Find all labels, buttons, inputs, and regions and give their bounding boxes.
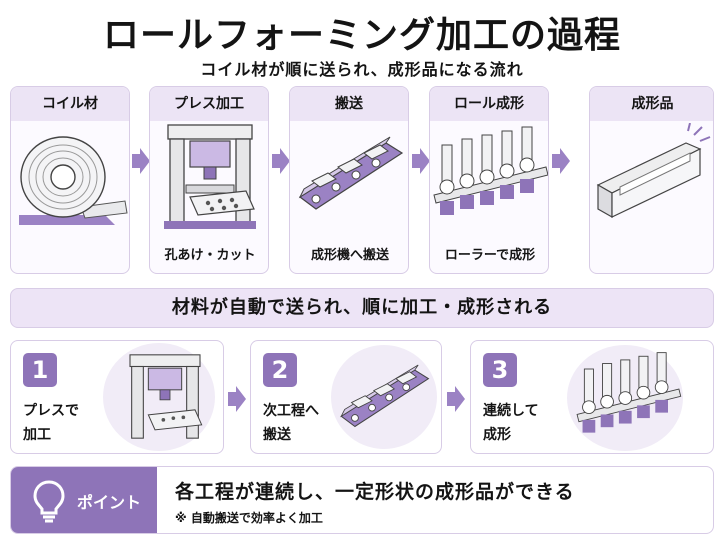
step-2-card: 2 次工程へ 搬送 [250, 340, 442, 454]
roll-forming-machine-icon [576, 352, 682, 433]
roll-forming-machine-icon [433, 126, 548, 215]
point-note: ※ 自動搬送で効率よく加工 [175, 511, 323, 525]
stage-label: プレス加工 [150, 87, 268, 121]
stage-caption: 成形機へ搬送 [310, 248, 389, 263]
stage-coil: コイル材 [10, 86, 130, 274]
arrow-right-icon [552, 148, 570, 174]
page-title: ロールフォーミング加工の過程 [102, 15, 621, 56]
step-text: プレスで 加工 [23, 403, 79, 443]
stage-caption: 孔あけ・カット [164, 248, 256, 263]
process-banner: 材料が自動で送られ、順に加工・成形される [10, 288, 714, 328]
channel-product-icon [596, 123, 711, 219]
stage-label: 成形品 [590, 87, 713, 121]
point-box: ポイント 各工程が連続し、一定形状の成形品ができる ※ 自動搬送で効率よく加工 [10, 466, 714, 534]
stage-product: 成形品 [589, 86, 714, 274]
press-machine-icon [129, 354, 203, 439]
step-text: 連続して 成形 [483, 403, 539, 443]
arrow-right-icon [228, 386, 246, 412]
stage-press: プレス加工 孔あけ・カット [149, 86, 269, 274]
conveyor-icon [340, 364, 430, 428]
step-3-card: 3 連続して 成形 [470, 340, 714, 454]
conveyor-icon [298, 136, 404, 210]
arrow-right-icon [412, 148, 430, 174]
arrow-right-icon [447, 386, 465, 412]
stage-label: 搬送 [290, 87, 408, 121]
page-subtitle: コイル材が順に送られ、成形品になる流れ [200, 60, 524, 79]
stage-caption: ローラーで成形 [444, 248, 536, 263]
step-1-card: 1 プレスで 加工 [10, 340, 224, 454]
step-number: 3 [483, 353, 517, 387]
stage-label: コイル材 [11, 87, 129, 121]
point-tag: ポイント [11, 467, 157, 533]
step-text: 次工程へ 搬送 [263, 403, 319, 443]
step-number: 1 [23, 353, 57, 387]
stage-roll-forming: ロール成形 ローラーで成形 [429, 86, 549, 274]
arrow-right-icon [272, 148, 290, 174]
lightbulb-icon [33, 480, 65, 523]
coil-icon [19, 136, 128, 225]
press-machine-icon [164, 124, 256, 229]
stage-conveyor: 搬送 成形機へ搬送 [289, 86, 409, 274]
step-number: 2 [263, 353, 297, 387]
stage-label: ロール成形 [430, 87, 548, 121]
point-main-text: 各工程が連続し、一定形状の成形品ができる [175, 481, 575, 503]
arrow-right-icon [132, 148, 150, 174]
point-label: ポイント [77, 493, 142, 512]
